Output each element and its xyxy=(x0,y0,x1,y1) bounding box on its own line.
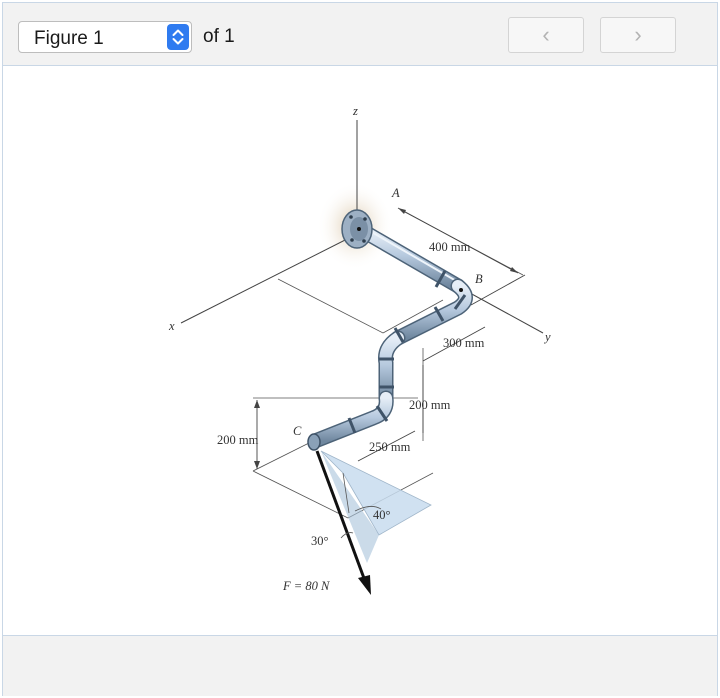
dim-200-left-arrow-top xyxy=(254,400,260,408)
viewer-toolbar: Figure 1 of 1 ‹ › xyxy=(3,3,717,66)
viewer-footer xyxy=(3,635,717,696)
force-arrow-line xyxy=(315,450,367,582)
pipe-assembly-diagram: z x y A B C 400 mm 300 mm 200 mm 200 mm … xyxy=(168,104,551,595)
force-plane-edge xyxy=(342,472,350,514)
wall-flange xyxy=(341,209,373,249)
figure-select-value: Figure 1 xyxy=(34,28,104,49)
dim-300-line xyxy=(470,274,526,306)
point-b-label: B xyxy=(475,272,483,286)
axis-z-label: z xyxy=(352,104,358,118)
dim-400-line xyxy=(397,207,519,274)
axis-x-label: x xyxy=(168,319,175,333)
dim-300-label: 300 mm xyxy=(443,336,485,350)
dim-200-left-arrow-bottom xyxy=(254,461,260,469)
dim-400-arrow-end xyxy=(510,267,518,273)
page-count-text: of 1 xyxy=(203,26,235,47)
angle-30-arc xyxy=(340,532,354,539)
point-c-label: C xyxy=(293,424,302,438)
select-arrows-icon[interactable] xyxy=(167,24,189,50)
chevron-right-icon: › xyxy=(634,22,642,47)
dim-250-label: 250 mm xyxy=(369,440,411,454)
angle-40-label: 40° xyxy=(373,508,391,522)
force-label: F = 80 N xyxy=(282,579,330,593)
angle-40-arc xyxy=(354,506,382,512)
x-axis-line xyxy=(180,234,356,324)
dim-250-line xyxy=(357,430,416,462)
figure-content: z x y A B C 400 mm 300 mm 200 mm 200 mm … xyxy=(3,66,717,634)
previous-figure-button[interactable]: ‹ xyxy=(508,17,584,53)
figure-select[interactable]: Figure 1 xyxy=(18,21,192,53)
force-plane xyxy=(320,450,432,536)
dim-300-line-2 xyxy=(422,326,486,362)
point-a-label: A xyxy=(391,186,400,200)
dim-200-right-label: 200 mm xyxy=(409,398,451,412)
angle-30-label: 30° xyxy=(311,534,329,548)
dim-200-left-label: 200 mm xyxy=(217,433,259,447)
axis-y-label: y xyxy=(543,330,551,344)
dim-400-arrow-start xyxy=(398,208,406,214)
point-b-dot xyxy=(459,288,463,292)
next-figure-button[interactable]: › xyxy=(600,17,676,53)
dim-400-label: 400 mm xyxy=(429,240,471,254)
force-arrowhead xyxy=(358,575,371,595)
force-plane-lower xyxy=(321,451,379,563)
chevron-left-icon: ‹ xyxy=(542,22,550,47)
